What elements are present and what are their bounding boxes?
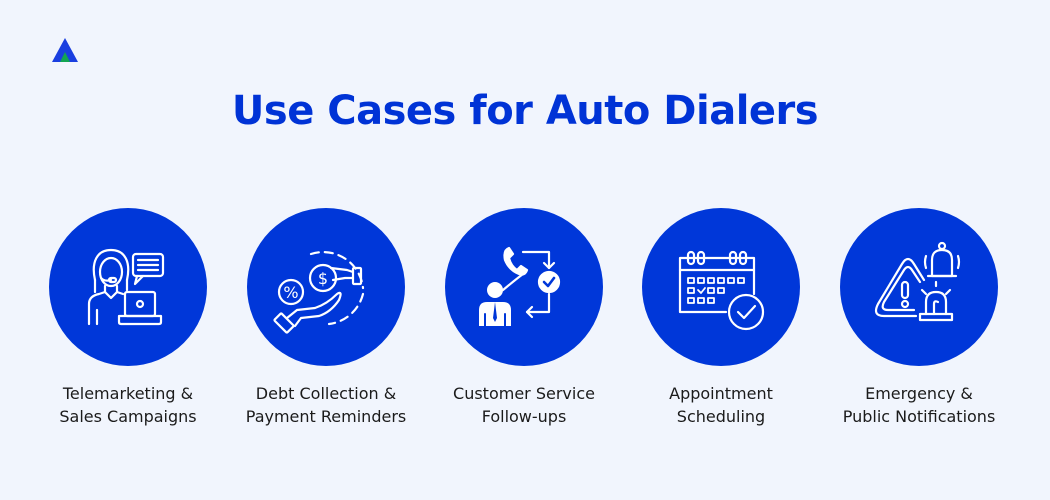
use-case-label-line1: Emergency &	[865, 384, 973, 403]
brand-logo-icon	[52, 38, 78, 62]
use-case-label-line2: Follow-ups	[481, 407, 567, 426]
use-case-label-line1: Appointment	[669, 384, 773, 403]
use-case-label-line2: Sales Campaigns	[59, 407, 197, 426]
page-title: Use Cases for Auto Dialers	[231, 88, 819, 134]
icon-circle	[445, 208, 603, 366]
telemarketing-agent-icon	[87, 248, 165, 326]
use-case-label-line1: Telemarketing &	[62, 384, 194, 403]
use-case-telemarketing: Telemarketing & Sales Campaigns	[28, 208, 228, 428]
use-case-label-line2: Public Notifications	[842, 407, 996, 426]
icon-circle	[642, 208, 800, 366]
debt-payment-hand-icon: % $	[273, 251, 365, 334]
use-case-label-line1: Debt Collection &	[255, 384, 397, 403]
svg-text:$: $	[318, 269, 328, 288]
icon-circle	[49, 208, 207, 366]
use-case-label-line2: Scheduling	[676, 407, 766, 426]
use-case-label-line2: Payment Reminders	[245, 407, 407, 426]
customer-followup-icon	[479, 246, 561, 327]
use-case-debt-collection: % $ Debt Collection & Payment Reminders	[226, 208, 426, 428]
icon-circle: % $	[247, 208, 405, 366]
calendar-check-icon	[678, 250, 765, 331]
svg-text:%: %	[283, 283, 298, 302]
use-case-label-line1: Customer Service	[453, 384, 595, 403]
emergency-alert-icon	[874, 241, 961, 322]
use-case-emergency: Emergency & Public Notifications	[819, 208, 1019, 428]
icon-circle	[840, 208, 998, 366]
